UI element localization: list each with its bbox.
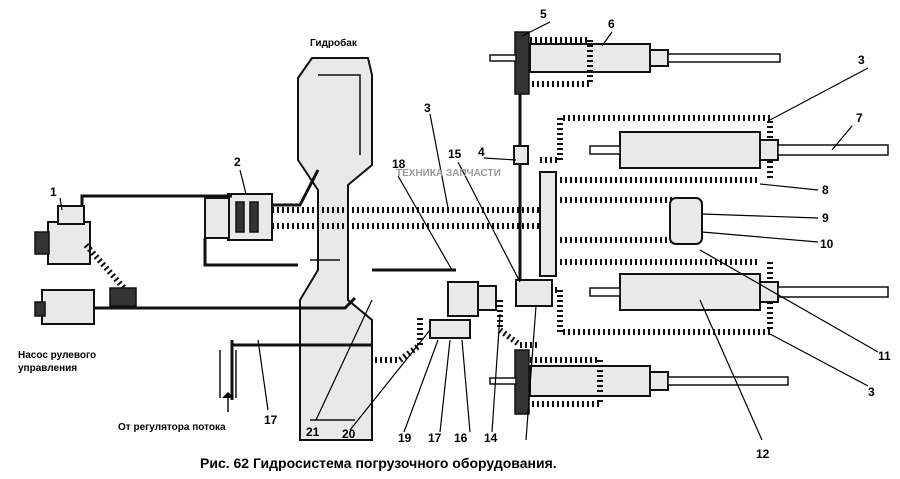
callout-15: 15 (448, 147, 462, 161)
callout-18: 18 (392, 157, 406, 171)
hydraulic-tank (297, 57, 373, 441)
flow-regulator-label: От регулятора потока (118, 422, 226, 433)
steering-pump (34, 287, 137, 325)
cylinder-bottom (489, 349, 789, 415)
leader-lines (59, 21, 879, 441)
pump-label-line1: Насос рулевого (18, 350, 96, 361)
callout-19: 19 (398, 431, 412, 445)
valve-block-9 (669, 197, 703, 245)
pump-1 (34, 205, 133, 297)
callout-9: 9 (822, 211, 829, 225)
figure-caption: Рис. 62 Гидросистема погрузочного оборуд… (200, 455, 557, 471)
watermark: ТЕХНИКА ЗАПЧАСТИ (396, 168, 501, 179)
callout-8: 8 (822, 183, 829, 197)
cylinder-12 (589, 273, 889, 311)
callout-3-center: 3 (424, 101, 431, 115)
callout-12: 12 (756, 447, 770, 461)
callout-20: 20 (342, 427, 356, 441)
callout-3: 3 (858, 53, 865, 67)
cylinder-7 (589, 131, 889, 169)
pipelines (80, 60, 773, 400)
callout-5: 5 (540, 7, 547, 21)
callout-6: 6 (608, 17, 615, 31)
pump-label-line2: управления (18, 363, 77, 374)
callout-16: 16 (454, 431, 468, 445)
callout-21: 21 (306, 425, 320, 439)
callout-17-left: 17 (264, 413, 278, 427)
callout-1: 1 (50, 185, 57, 199)
valve-assembly (429, 279, 553, 339)
callout-10: 10 (820, 237, 834, 251)
callout-numbers: 1 2 3 4 5 6 7 8 9 10 11 3 12 14 16 17 19… (50, 7, 891, 461)
valve-2 (204, 193, 273, 241)
callout-17: 17 (428, 431, 442, 445)
callout-3-lower: 3 (868, 385, 875, 399)
callout-4: 4 (478, 145, 485, 159)
callout-14: 14 (484, 431, 498, 445)
flow-regulator-input (219, 350, 237, 412)
distribution-block (513, 145, 557, 277)
cylinder-6 (489, 31, 781, 95)
callout-2: 2 (234, 155, 241, 169)
callout-11: 11 (878, 349, 891, 363)
callout-7: 7 (856, 111, 863, 125)
tank-label: Гидробак (310, 37, 358, 49)
